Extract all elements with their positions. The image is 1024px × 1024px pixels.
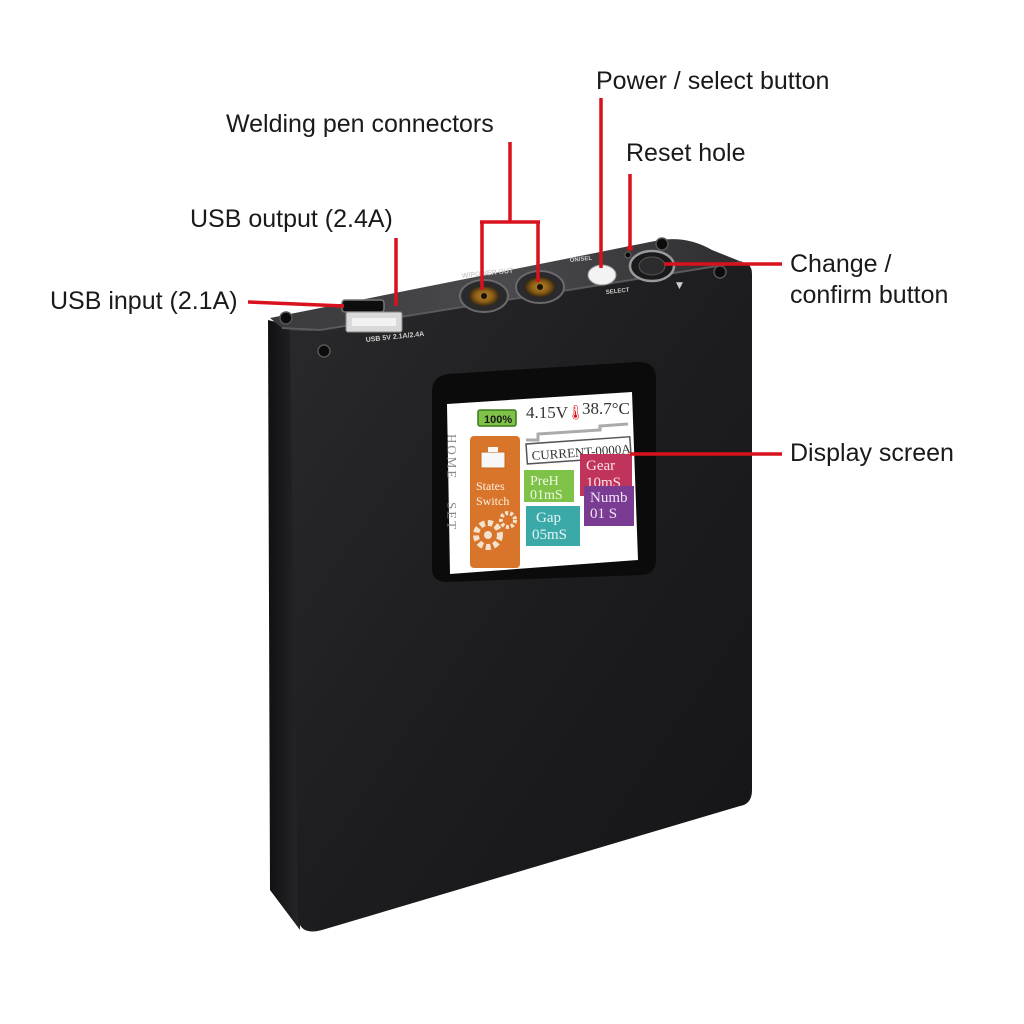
leader-lines: [247, 98, 782, 456]
temperature-readout: 38.7°C: [582, 399, 630, 418]
label-change-confirm-line2: confirm button: [790, 281, 949, 309]
usb-output-port[interactable]: [345, 311, 403, 333]
thermometer-icon: 🌡: [567, 405, 585, 421]
states-switch-tile: [470, 436, 520, 568]
on-sel-marking: ON/SEL: [570, 256, 593, 264]
spot-welder-device: USB 5V 2.1A/2.4A W/POWER OUT ON/SEL SELE…: [268, 237, 752, 932]
folder-tab-icon: [488, 447, 498, 452]
label-change-confirm-line1: Change /: [790, 250, 892, 278]
states-label-line2: Switch: [476, 494, 509, 508]
triangle-down-icon: ▼: [676, 281, 683, 291]
change-confirm-button[interactable]: [628, 249, 676, 283]
device-front-face: [290, 262, 752, 932]
preh-tile: [524, 470, 574, 502]
voltage-readout: 4.15V: [526, 403, 569, 422]
leader-dot: [627, 245, 633, 251]
label-usb-input: USB input (2.1A): [50, 287, 238, 315]
select-marking: SELECT: [606, 288, 630, 296]
label-display-screen: Display screen: [790, 439, 954, 467]
welding-pen-connector-positive[interactable]: [515, 270, 565, 304]
screw-icon: [279, 311, 293, 325]
side-label-set: SET: [445, 502, 460, 531]
welding-pen-connector-negative[interactable]: [459, 279, 509, 313]
device-top-panel: [270, 239, 742, 332]
usb-input-port[interactable]: [341, 299, 385, 313]
label-usb-output: USB output (2.4A): [190, 205, 393, 233]
pulse-waveform: [526, 422, 629, 442]
battery-level: 100%: [484, 414, 512, 426]
display-screen: 100% 4.15V 🌡 38.7°C HOME SET CURRENT-000…: [445, 392, 638, 574]
numb-value: 01 S: [590, 506, 617, 522]
numb-label: Numb: [590, 490, 628, 506]
reset-hole[interactable]: [624, 251, 632, 259]
leader-welding-pen: [480, 142, 540, 290]
gap-label: Gap: [536, 510, 561, 526]
folder-icon: [480, 451, 506, 469]
gear-label: Gear: [586, 458, 615, 474]
screw-icon: [317, 344, 331, 358]
screw-icon: [713, 265, 727, 279]
gap-tile: [526, 506, 580, 546]
states-label-line1: States: [476, 479, 505, 493]
screw-icon: [655, 237, 669, 251]
label-welding-pen: Welding pen connectors: [226, 110, 494, 138]
side-label-home: HOME: [445, 434, 460, 480]
numb-tile: [584, 486, 634, 526]
gap-value: 05mS: [532, 527, 567, 543]
leader-usb-input: [247, 300, 345, 308]
preh-value: 01mS: [530, 488, 563, 503]
preh-label: PreH: [530, 474, 559, 489]
gear-icon: [473, 511, 517, 550]
label-reset-hole: Reset hole: [626, 139, 746, 167]
label-power-select: Power / select button: [596, 67, 830, 95]
battery-icon: [477, 409, 517, 427]
